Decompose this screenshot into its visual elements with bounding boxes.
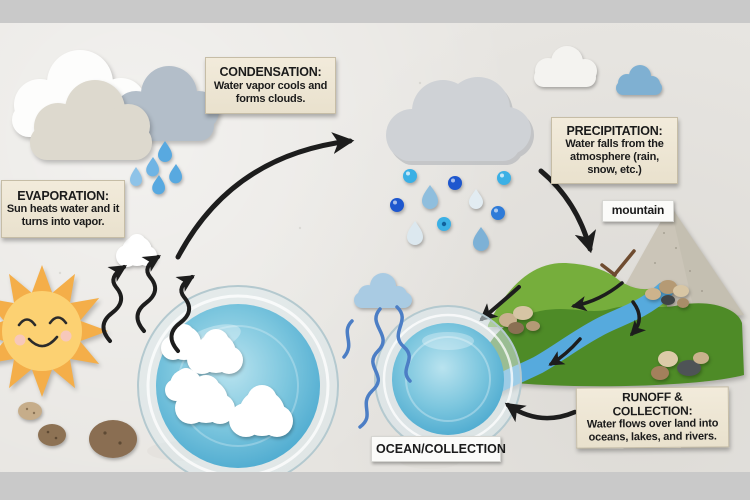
letterbox-bar-bottom bbox=[0, 472, 750, 500]
arrows-vapor-rising bbox=[101, 255, 195, 353]
paper-raindrops-left bbox=[130, 141, 182, 195]
label-condensation-title: CONDENSATION: bbox=[219, 65, 322, 80]
label-precipitation-body: Water falls from the atmosphere (rain, s… bbox=[565, 138, 664, 177]
sun-face bbox=[2, 291, 82, 371]
evaporation-bowl bbox=[137, 285, 339, 472]
label-evaporation-title: EVAPORATION: bbox=[17, 188, 109, 203]
paper-cloud-rain bbox=[386, 77, 534, 165]
label-runoff-body: Water flows over land into oceans, lakes… bbox=[586, 417, 719, 444]
foreground-pebbles bbox=[18, 402, 137, 458]
arrow-evaporation-to-condensation bbox=[175, 132, 355, 260]
paper-raindrops-center bbox=[407, 185, 489, 251]
label-ocean-text: OCEAN/COLLECTION bbox=[376, 441, 506, 456]
label-mountain: mountain bbox=[602, 200, 674, 222]
label-ocean-collection: OCEAN/COLLECTION bbox=[371, 436, 506, 462]
felt-cloud-ocean bbox=[354, 273, 412, 308]
label-mountain-text: mountain bbox=[611, 203, 665, 218]
arrow-hill-to-ocean bbox=[479, 285, 521, 322]
label-condensation: CONDENSATION: Water vapor cools and form… bbox=[205, 57, 336, 114]
cotton-ball-clouds bbox=[116, 234, 293, 437]
paper-cloud-beige bbox=[30, 80, 152, 160]
arrow-precipitation-to-land bbox=[538, 168, 597, 254]
label-runoff-title: RUNOFF & COLLECTION: bbox=[612, 389, 693, 418]
letterbox-bar-top bbox=[0, 0, 750, 23]
label-evaporation-body: Sun heats water and it turns into vapor. bbox=[6, 203, 120, 229]
felt-cloud-blue-small bbox=[616, 65, 662, 95]
label-condensation-body: Water vapor cools and forms clouds. bbox=[213, 79, 328, 105]
photo-background bbox=[0, 23, 750, 472]
sun bbox=[0, 265, 108, 397]
label-precipitation-title: PRECIPITATION: bbox=[566, 123, 663, 138]
felt-cloud-white bbox=[534, 46, 597, 87]
ocean-bowl bbox=[374, 305, 522, 453]
yarn-strands bbox=[342, 305, 412, 429]
arrows-runoff-flow bbox=[548, 281, 647, 366]
label-precipitation: PRECIPITATION: Water falls from the atmo… bbox=[551, 117, 678, 184]
label-runoff-collection: RUNOFF & COLLECTION: Water flows over la… bbox=[575, 386, 730, 449]
label-evaporation: EVAPORATION: Sun heats water and it turn… bbox=[1, 180, 125, 238]
arrow-runoff-to-ocean bbox=[504, 402, 578, 423]
hill-rocks bbox=[499, 280, 709, 380]
rain-beads bbox=[390, 169, 511, 231]
